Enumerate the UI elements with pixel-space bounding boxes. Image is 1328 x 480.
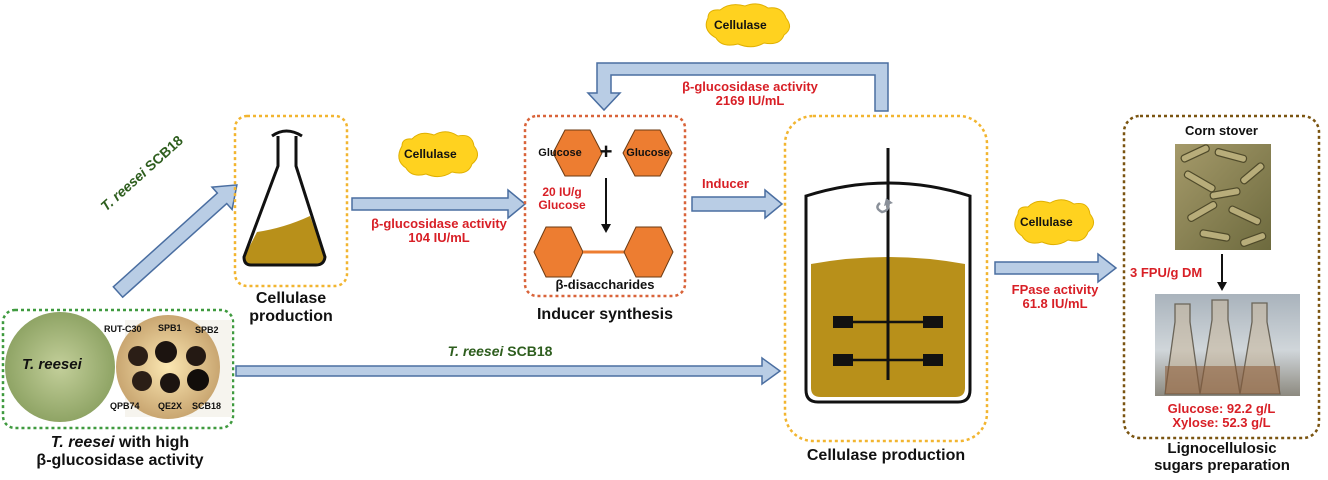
flask-box (233, 114, 349, 288)
strain-caption-species: T. reesei (50, 434, 115, 451)
colony-spb1 (155, 341, 177, 363)
hydrolysis-arrow (1217, 254, 1227, 291)
flask-caption: Cellulase production (226, 290, 356, 325)
strain-box (1, 308, 235, 430)
synthesis-box (523, 114, 687, 298)
mutant-label-rut-c30: RUT-C30 (104, 324, 142, 334)
enzyme-dose-line2: Glucose (538, 198, 586, 213)
arrow1-label: β-glucosidase activity 104 IU/mL (352, 216, 526, 246)
colony-qe2x (160, 373, 180, 393)
cellulase-cloud-3 (1014, 199, 1094, 246)
inducer-arrow (691, 188, 784, 220)
sugars-box (1122, 114, 1321, 440)
strain-caption-line2: β-glucosidase activity (36, 451, 204, 469)
t-reesei-plate (5, 312, 115, 422)
colony-scb18 (187, 369, 209, 391)
xylose-yield: Xylose: 52.3 g/L (1172, 415, 1271, 431)
enzyme-dose-line1: 20 IU/g (542, 185, 582, 199)
cellulase-cloud-1 (398, 131, 478, 178)
arrow3-line1: FPase activity (1011, 282, 1099, 297)
arrow-to-sugars (994, 252, 1118, 284)
sugar-yields: Glucose: 92.2 g/L Xylose: 52.3 g/L (1124, 401, 1319, 431)
colony-rut-c30 (128, 346, 148, 366)
bottom-arrow-strain: SCB18 (503, 343, 553, 359)
sugars-caption-line1: Lignocellulosic (1167, 440, 1277, 457)
synthesis-caption: Inducer synthesis (536, 306, 674, 323)
arrow1-line1: β-glucosidase activity (371, 216, 507, 231)
disaccharide-hexagon-a (533, 226, 584, 278)
product-label: β-disaccharides (555, 277, 655, 292)
glucose-yield: Glucose: 92.2 g/L (1167, 401, 1276, 416)
colony-spb2 (186, 346, 206, 366)
mutant-plate (116, 315, 220, 419)
glucose-hexagon-a (552, 129, 603, 177)
cellulase-cloud-1-label: Cellulase (404, 147, 457, 161)
feedback-line2: 2169 IU/mL (715, 93, 785, 109)
hydrolysate-flasks-photo (1155, 294, 1300, 396)
arrow3-label: FPase activity 61.8 IU/mL (990, 282, 1120, 312)
bioreactor-icon (804, 148, 972, 404)
mutant-label-scb18: SCB18 (192, 401, 222, 411)
sugars-caption: Lignocellulosic sugars preparation (1122, 440, 1322, 474)
mutant-label-qe2x: QE2X (158, 401, 183, 411)
flask-caption-line2: production (249, 307, 333, 325)
feedback-arrow (586, 62, 889, 112)
inducer-label: Inducer (702, 176, 749, 191)
flask-icon (242, 129, 327, 267)
sugars-caption-line2: sugars preparation (1154, 456, 1290, 474)
glucose-a-label: Glucose (538, 147, 582, 159)
disaccharide-hexagon-b (623, 226, 674, 278)
mutant-label-qpb74: QPB74 (110, 401, 140, 411)
cellulase-cloud-feedback (705, 3, 790, 48)
glucose-b-label: Glucose (626, 147, 670, 159)
glucose-hexagon-b (622, 129, 673, 177)
bottom-arrow-species: T. reesei (447, 343, 504, 359)
mutant-label-spb1: SPB1 (158, 323, 182, 333)
mutant-label-spb2: SPB2 (195, 325, 219, 335)
corn-stover-photo (1175, 144, 1271, 250)
bottom-arrow-label: T. reesei SCB18 (420, 343, 580, 359)
diagonal-arrow (112, 184, 238, 299)
arrow1-line2: 104 IU/mL (408, 230, 470, 246)
hydrolysis-dose-label: 3 FPU/g DM (1130, 265, 1203, 280)
cellulase-cloud-3-label: Cellulase (1020, 215, 1073, 229)
corn-stover-label: Corn stover (1185, 123, 1258, 138)
feedback-label: β-glucosidase activity 2169 IU/mL (660, 79, 840, 109)
strain-caption-rest: with high (114, 434, 190, 451)
plus-sign: + (599, 139, 613, 164)
cellulase-cloud-feedback-label: Cellulase (714, 18, 767, 32)
feedback-line1: β-glucosidase activity (682, 79, 818, 94)
bottom-arrow (235, 356, 782, 386)
arrow3-line2: 61.8 IU/mL (1022, 296, 1088, 312)
strain-caption: T. reesei with high β-glucosidase activi… (0, 434, 240, 469)
mutant-colonies (128, 341, 209, 393)
arrow-to-synthesis (351, 188, 527, 220)
reactor-box (783, 114, 989, 443)
colony-qpb74 (132, 371, 152, 391)
flask-caption-line1: Cellulase (255, 290, 327, 307)
reaction-arrow (601, 178, 611, 233)
plate-label: T. reesei (22, 356, 82, 373)
reactor-caption: Cellulase production (806, 447, 966, 464)
enzyme-dose-label: 20 IU/g Glucose (528, 185, 596, 213)
